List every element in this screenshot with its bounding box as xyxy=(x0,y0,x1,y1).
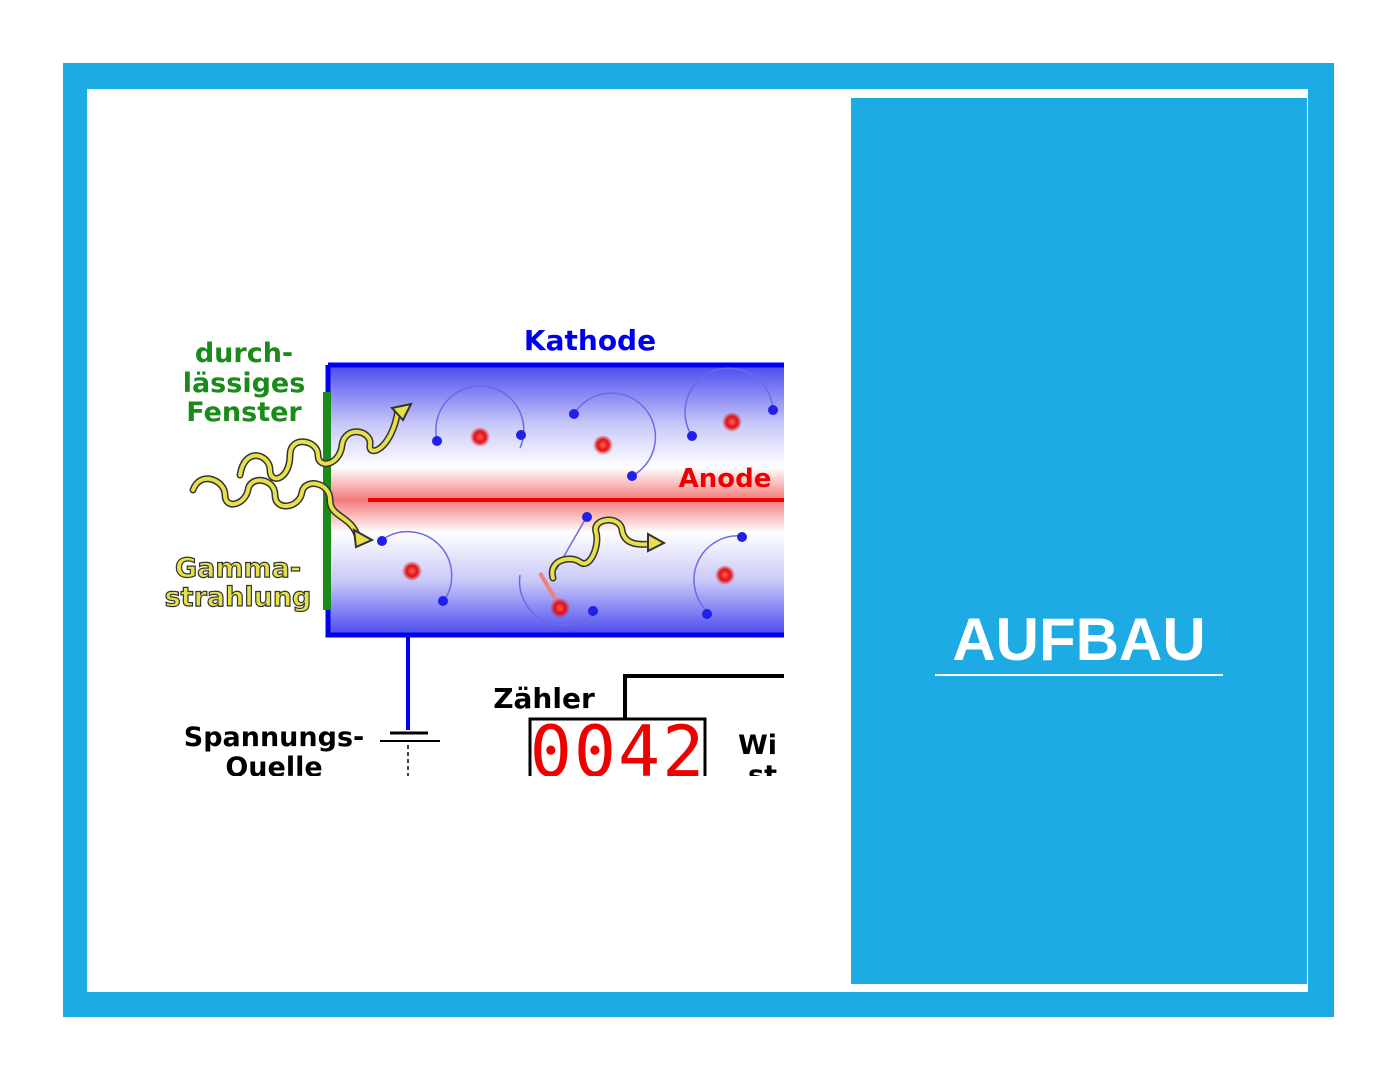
gamma-arrowheads xyxy=(352,402,667,553)
counter-box xyxy=(528,717,707,776)
voltage-label-line-2: Quelle xyxy=(225,752,322,780)
counter-label: Zähler xyxy=(493,682,595,715)
anode-label: Anode xyxy=(679,464,772,494)
title-underline xyxy=(935,674,1223,676)
gamma-label: Gamma- strahlung xyxy=(164,552,312,613)
voltage-source-label: Spannungs- Quelle xyxy=(184,722,364,780)
counter-wire xyxy=(623,674,784,718)
geiger-counter-diagram: Kathode Anode durch- lässiges Fenster Ga… xyxy=(164,324,784,780)
counter-display: 0042 xyxy=(530,711,707,780)
cathode-label: Kathode xyxy=(524,324,656,357)
gamma-label-line-1: Gamma- xyxy=(175,553,301,584)
gamma-rays xyxy=(189,406,659,582)
window-label-line-1: durch- xyxy=(195,338,293,369)
gamma-label-line-2: strahlung xyxy=(165,582,312,613)
title-panel xyxy=(851,98,1307,984)
electrons xyxy=(377,405,778,619)
resistor-label: Wi st xyxy=(738,730,777,780)
voltage-label-line-1: Spannungs- xyxy=(184,722,364,753)
resistor-label-line-1: Wi xyxy=(738,730,777,761)
window-label: durch- lässiges Fenster xyxy=(183,338,306,428)
window-label-line-3: Fenster xyxy=(186,397,302,428)
window-label-line-2: lässiges xyxy=(183,368,306,399)
nuclei xyxy=(402,412,742,618)
slide-title: AUFBAU xyxy=(952,606,1206,673)
resistor-label-line-2: st xyxy=(748,760,777,780)
